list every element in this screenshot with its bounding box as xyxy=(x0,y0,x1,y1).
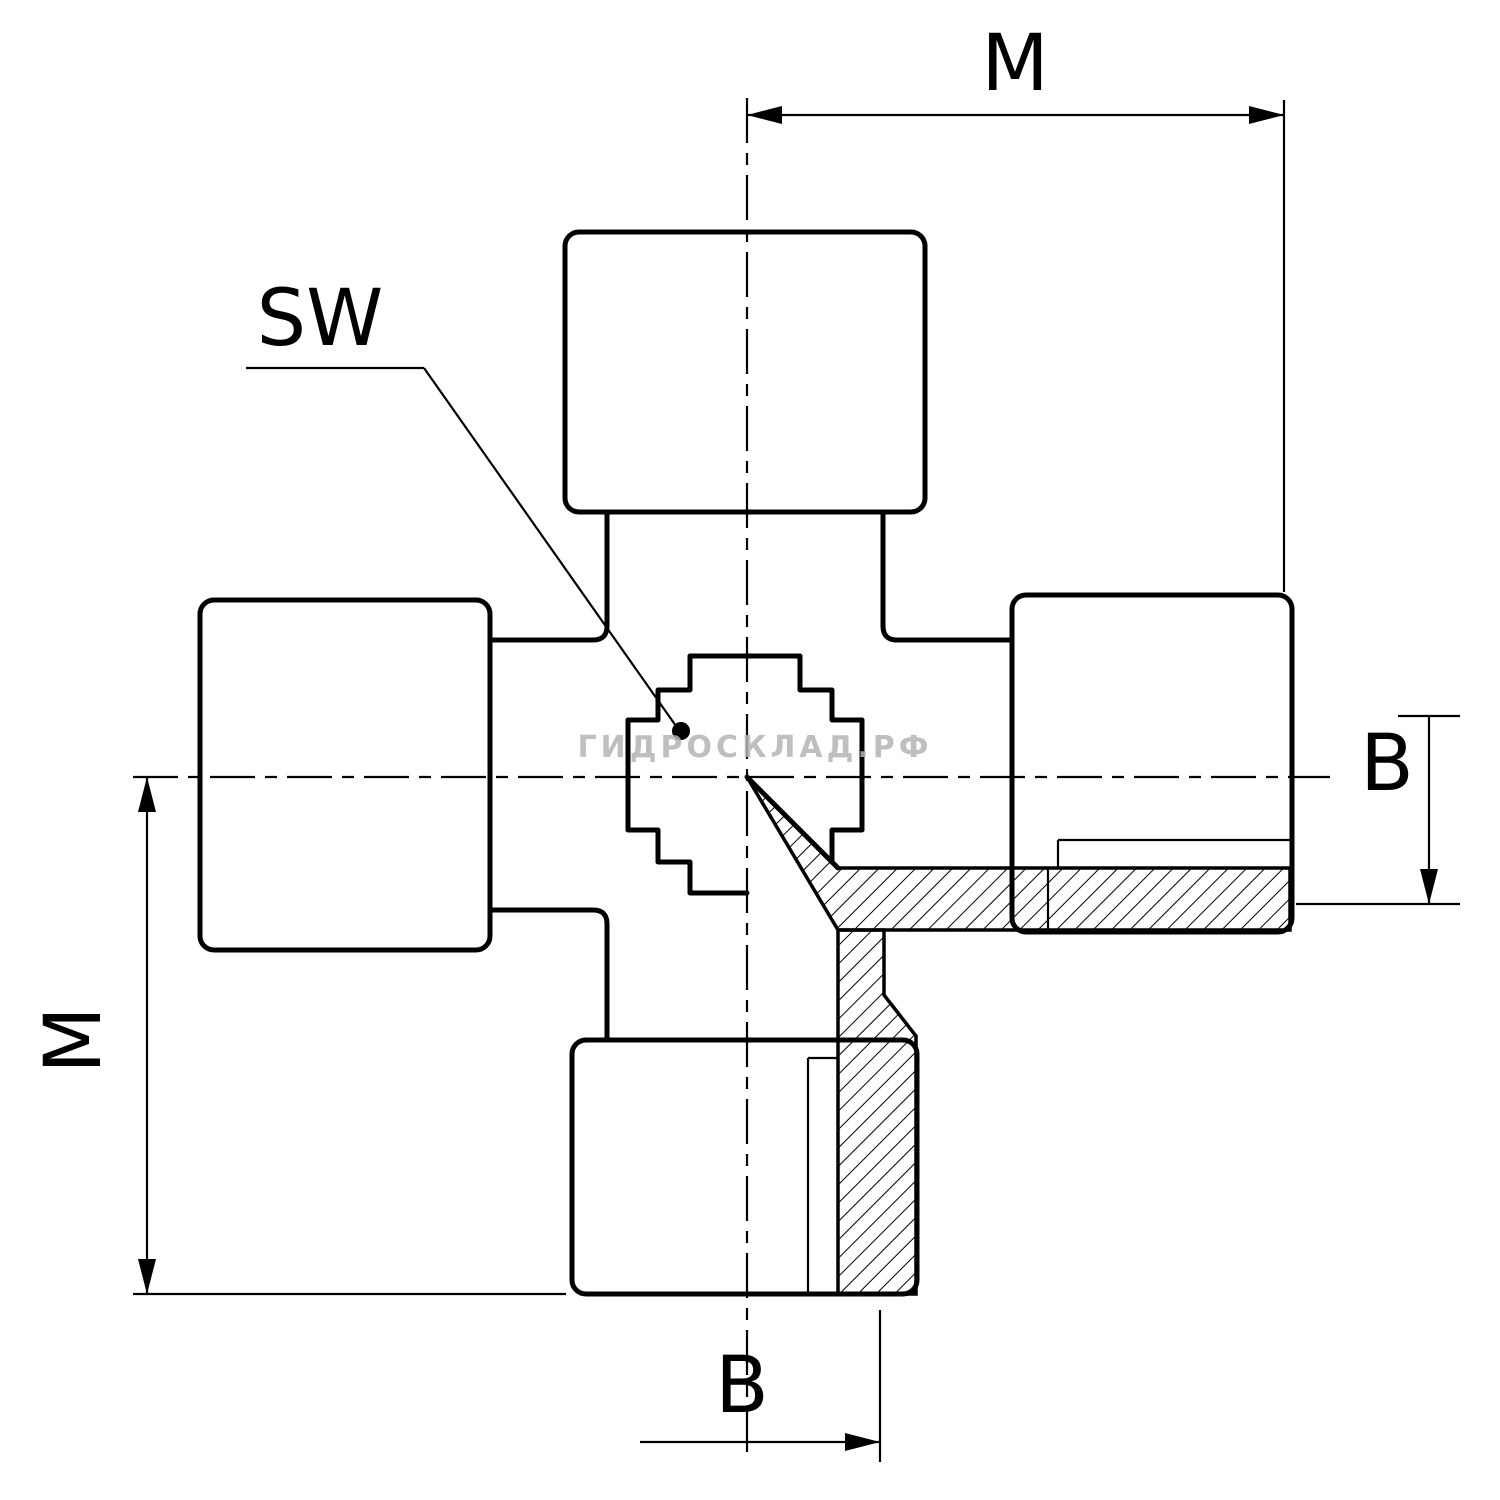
fitting-outline xyxy=(197,229,1295,1297)
watermark-text: ГИДРОСКЛАД.РФ xyxy=(578,730,933,765)
neck-top-left xyxy=(489,509,610,643)
right-port-body xyxy=(1009,592,1295,935)
dim-label-b-right: B xyxy=(1360,719,1414,809)
dimension-b-bottom: B xyxy=(640,1310,882,1462)
thread-detail xyxy=(806,838,1290,1294)
left-nut xyxy=(197,597,493,953)
dim-label-m-left: M xyxy=(29,1006,119,1073)
arrowhead-right xyxy=(845,1433,880,1451)
sw-label: SW xyxy=(257,274,384,364)
bottom-port-body xyxy=(569,1037,920,1297)
dimension-b-right: B xyxy=(1296,714,1460,906)
arrowhead-top xyxy=(138,777,156,812)
neck-bottom-left xyxy=(489,907,610,1043)
sw-leader-dot xyxy=(672,722,690,740)
arrowhead-left xyxy=(747,106,782,124)
dimension-m-left: M xyxy=(29,777,566,1296)
dim-label-m-top: M xyxy=(981,19,1048,109)
dimension-m-top: M xyxy=(747,19,1286,592)
neck-top-right xyxy=(880,509,1015,643)
sw-leader-line xyxy=(423,367,677,727)
top-nut xyxy=(562,229,928,515)
dim-label-b-bottom: B xyxy=(715,1341,769,1431)
arrowhead-down xyxy=(1420,869,1438,904)
sw-leader: SW xyxy=(246,274,690,740)
arrowhead-bottom xyxy=(138,1259,156,1294)
arrowhead-right xyxy=(1249,106,1284,124)
section-cut-diagonal xyxy=(744,774,841,871)
center-hex-body xyxy=(625,653,865,896)
